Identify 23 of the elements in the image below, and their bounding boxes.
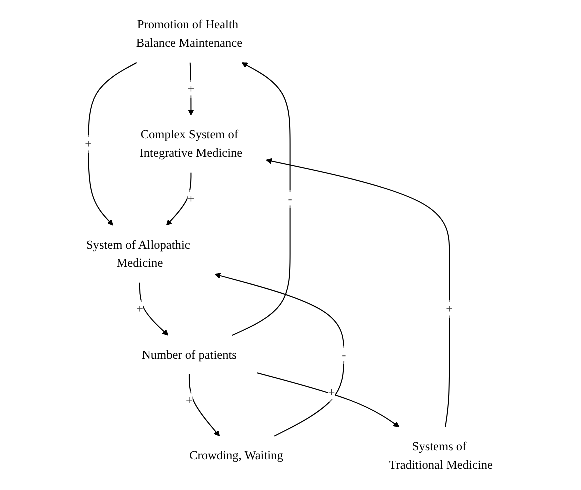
arrow — [257, 372, 400, 428]
node-text: Complex System of Integrative Medicine — [140, 128, 243, 160]
node-text: Systems of Traditional Medicine — [389, 439, 493, 472]
arrow — [88, 62, 138, 226]
arrow — [139, 282, 169, 336]
node-text: System of Allopathic Medicine — [86, 238, 190, 270]
node-text: Promotion of Health Balance Maintenance — [136, 18, 243, 50]
edge-label: - — [342, 348, 346, 362]
edge-label: + — [188, 192, 195, 206]
node-text: Crowding, Waiting — [190, 448, 284, 462]
arrow — [166, 172, 192, 226]
edge-label: + — [136, 302, 144, 316]
arrow — [188, 374, 220, 437]
edge-label: + — [446, 302, 454, 316]
edge-label: + — [188, 82, 195, 96]
edge-label: + — [328, 386, 336, 400]
arrow — [266, 158, 450, 428]
edge-label: + — [186, 394, 193, 408]
node-text: Number of patients — [142, 348, 237, 362]
arrow — [214, 273, 345, 437]
arrow — [232, 62, 291, 336]
edge-label: - — [288, 192, 292, 206]
edge-label: + — [85, 137, 92, 151]
